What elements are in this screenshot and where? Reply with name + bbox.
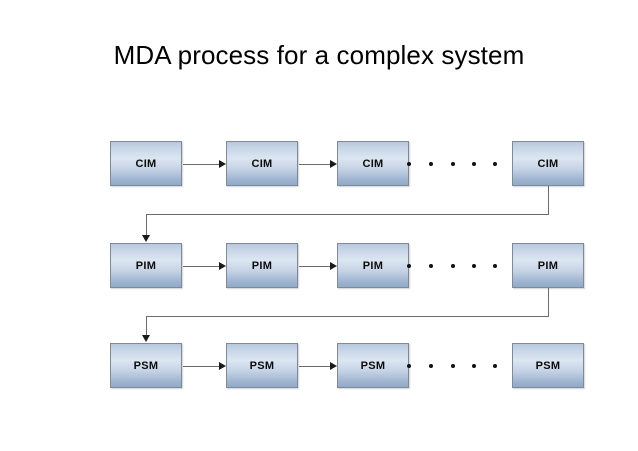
psm-box-4-label: PSM	[535, 359, 561, 372]
connector-segment-down	[548, 288, 549, 317]
arrow-pim1-pim2	[219, 262, 226, 270]
psm-box-3-label: PSM	[360, 359, 386, 372]
psm-box-1[interactable]: PSM	[110, 343, 182, 388]
connector-pim1-pim2	[183, 266, 219, 267]
pim-box-3-label: PIM	[362, 259, 384, 272]
cim-box-3-label: CIM	[362, 157, 384, 170]
cim-box-4-label: CIM	[537, 157, 559, 170]
ellipsis-dot	[429, 162, 433, 166]
page-title: MDA process for a complex system	[113, 40, 525, 70]
ellipsis-dot	[451, 162, 455, 166]
ellipsis-dot	[472, 264, 476, 268]
connector-pim2-pim3	[299, 266, 330, 267]
connector-segment-left	[146, 214, 549, 215]
connector-cim1-cim2	[183, 164, 219, 165]
cim-box-1-label: CIM	[135, 157, 157, 170]
connector-cim2-cim3	[299, 164, 330, 165]
pim-box-3[interactable]: PIM	[337, 243, 409, 288]
connector-segment-down	[548, 186, 549, 215]
connector-segment-left	[146, 316, 549, 317]
cim-box-4[interactable]: CIM	[512, 141, 584, 186]
cim-box-2[interactable]: CIM	[226, 141, 298, 186]
pim-box-1[interactable]: PIM	[110, 243, 182, 288]
psm-box-3[interactable]: PSM	[337, 343, 409, 388]
psm-box-2[interactable]: PSM	[226, 343, 298, 388]
psm-box-2-label: PSM	[249, 359, 275, 372]
connector-psm1-psm2	[183, 366, 219, 367]
pim-box-1-label: PIM	[135, 259, 157, 272]
ellipsis-dot	[472, 364, 476, 368]
ellipsis-dot	[493, 264, 497, 268]
cim-box-2-label: CIM	[251, 157, 273, 170]
pim-box-2[interactable]: PIM	[226, 243, 298, 288]
ellipsis-dot	[493, 162, 497, 166]
ellipsis-dot	[472, 162, 476, 166]
ellipsis-dot	[451, 364, 455, 368]
pim-box-4-label: PIM	[537, 259, 559, 272]
arrow-psm2-psm3	[330, 362, 337, 370]
cim-box-1[interactable]: CIM	[110, 141, 182, 186]
cim-box-3[interactable]: CIM	[337, 141, 409, 186]
connector-segment-down-2	[146, 214, 147, 236]
psm-box-1-label: PSM	[133, 359, 159, 372]
pim-box-2-label: PIM	[251, 259, 273, 272]
arrow-into-psm-box-1	[142, 335, 150, 342]
ellipsis-dot	[451, 264, 455, 268]
arrow-psm1-psm2	[219, 362, 226, 370]
ellipsis-dot	[407, 264, 411, 268]
arrow-cim2-cim3	[330, 160, 337, 168]
ellipsis-dot	[407, 364, 411, 368]
pim-box-4[interactable]: PIM	[512, 243, 584, 288]
ellipsis-dot	[429, 264, 433, 268]
ellipsis-dot	[407, 162, 411, 166]
arrow-into-pim-box-1	[142, 235, 150, 242]
connector-psm2-psm3	[299, 366, 330, 367]
arrow-cim1-cim2	[219, 160, 226, 168]
connector-segment-down-2	[146, 316, 147, 337]
arrow-pim2-pim3	[330, 262, 337, 270]
ellipsis-dot	[429, 364, 433, 368]
ellipsis-dot	[493, 364, 497, 368]
psm-box-4[interactable]: PSM	[512, 343, 584, 388]
